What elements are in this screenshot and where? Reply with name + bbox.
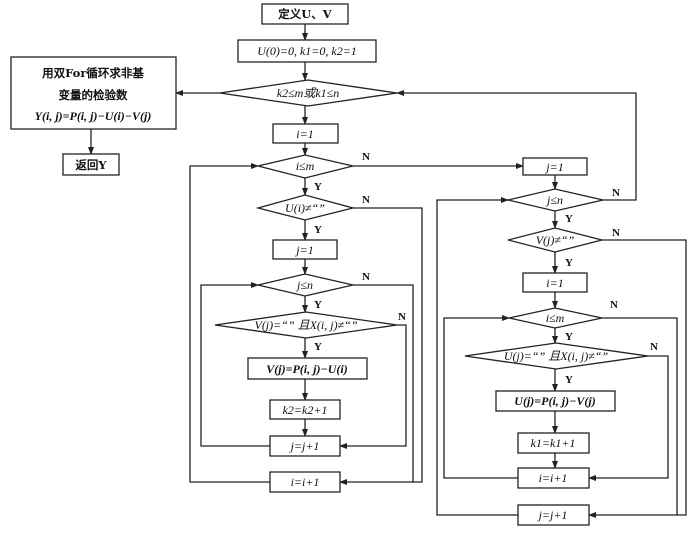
edge-r-j-cond-no (396, 90, 637, 201)
node-compute-y: 用双For循环求非基 变量的检验数 Y(i, j)=P(i, j)−U(i)−V… (10, 56, 177, 130)
node-r-j-cond-text: j≤n (545, 193, 563, 207)
node-l-j-init: j=1 (272, 239, 338, 260)
node-r-k1-inc-text: k1=k1+1 (531, 436, 576, 450)
node-compute-y-line3: Y(i, j)=P(i, j)−U(i)−V(j) (35, 109, 152, 123)
node-r-i-inc-text: i=i+1 (539, 471, 568, 485)
node-r-v-cond-text: V(j)≠“” (536, 233, 575, 247)
label-r-v-cond-n: N (612, 227, 620, 239)
node-l-i-init-text: i=1 (296, 127, 313, 141)
node-l-k2-inc-text: k2=k2+1 (283, 403, 328, 417)
node-r-u-assign-text: U(j)=P(i, j)−V(j) (514, 394, 595, 408)
node-r-k1-inc: k1=k1+1 (517, 432, 590, 454)
node-l-u-cond: U(i)≠“” (255, 194, 356, 221)
node-return-y: 返回Y (62, 153, 120, 176)
node-main-cond-text: k2≤m或k1≤n (277, 86, 340, 100)
node-l-j-init-text: j=1 (294, 243, 313, 257)
label-l-i-cond-n: N (362, 151, 370, 163)
node-r-i-init: i=1 (522, 272, 588, 293)
node-define-uv: 定义U、V (261, 3, 349, 25)
node-l-i-inc: i=i+1 (269, 471, 341, 493)
node-r-i-init-text: i=1 (546, 276, 563, 290)
node-l-u-cond-text: U(i)≠“” (285, 201, 325, 215)
node-init: U(0)=0, k1=0, k2=1 (237, 39, 377, 63)
node-return-y-text: 返回Y (75, 158, 107, 172)
edge-r-v-cond-no (588, 239, 687, 518)
node-l-j-inc: j=j+1 (269, 435, 341, 457)
edge-l-i-inc-loop (189, 163, 270, 483)
label-l-i-cond-y: Y (314, 181, 322, 193)
edge-r-j-inc-loop (436, 197, 518, 516)
node-init-text: U(0)=0, k1=0, k2=1 (257, 44, 357, 58)
node-define-uv-text: 定义U、V (278, 7, 333, 21)
node-r-j-init-text: j=1 (544, 160, 563, 174)
node-l-j-cond-text: j≤n (295, 278, 313, 292)
node-r-j-inc-text: j=j+1 (537, 508, 568, 522)
label-r-i-cond-y: Y (565, 331, 573, 343)
node-l-j-inc-text: j=j+1 (289, 439, 320, 453)
node-main-cond: k2≤m或k1≤n (219, 79, 398, 107)
node-r-i-inc: i=i+1 (517, 467, 590, 489)
edge-r-i-inc-loop (443, 315, 518, 479)
label-r-ux-cond-y: Y (565, 374, 573, 386)
edge-l-vx-cond-no (339, 324, 407, 449)
node-r-v-cond: V(j)≠“” (507, 227, 603, 253)
label-l-j-cond-n: N (362, 271, 370, 283)
node-l-i-init: i=1 (272, 123, 339, 144)
node-r-ux-cond-text: U(j)=“” 且X(i, j)≠“” (504, 349, 609, 363)
edge-r-ux-cond-no (588, 355, 669, 481)
label-r-v-cond-y: Y (565, 257, 573, 269)
edge-r-i-cond-no (602, 317, 678, 515)
node-compute-y-line1: 用双For循环求非基 (41, 66, 144, 80)
node-l-v-assign-text: V(j)=P(i, j)−U(i) (266, 362, 347, 376)
edge-l-u-cond-no (339, 207, 423, 485)
label-r-ux-cond-n: N (650, 341, 658, 353)
node-l-k2-inc: k2=k2+1 (269, 399, 341, 420)
node-l-j-cond: j≤n (257, 273, 354, 297)
node-r-j-cond: j≤n (507, 188, 604, 212)
label-r-i-cond-n: N (610, 299, 618, 311)
node-compute-y-line2: 变量的检验数 (59, 88, 128, 102)
node-r-j-init: j=1 (522, 157, 588, 176)
label-r-j-cond-y: Y (565, 213, 573, 225)
label-l-j-cond-y: Y (314, 299, 322, 311)
label-r-j-cond-n: N (612, 187, 620, 199)
node-r-i-cond-text: i≤m (546, 311, 565, 325)
label-l-vx-cond-n: N (398, 311, 406, 323)
node-l-i-cond-text: i≤m (296, 159, 315, 173)
edge-l-j-cond-no (353, 284, 414, 482)
node-l-i-cond: i≤m (257, 154, 354, 179)
edge-l-j-inc-loop (200, 282, 270, 447)
node-l-vx-cond: V(j)=“” 且X(i, j)≠“” (214, 311, 398, 339)
node-r-i-cond: i≤m (508, 307, 603, 329)
node-l-i-inc-text: i=i+1 (291, 475, 320, 489)
node-r-j-inc: j=j+1 (517, 504, 590, 526)
label-l-u-cond-y: Y (314, 224, 322, 236)
branch-labels: N Y N Y N Y N Y N Y N Y N Y N Y (314, 151, 658, 386)
label-l-u-cond-n: N (362, 194, 370, 206)
node-l-vx-cond-text: V(j)=“” 且X(i, j)≠“” (254, 318, 357, 332)
edges (88, 24, 687, 518)
nodes: 定义U、V U(0)=0, k1=0, k2=1 k2≤m或k1≤n 用双For… (10, 3, 649, 526)
node-r-ux-cond: U(j)=“” 且X(i, j)≠“” (464, 342, 649, 370)
node-r-u-assign: U(j)=P(i, j)−V(j) (495, 390, 616, 412)
label-l-vx-cond-y: Y (314, 341, 322, 353)
node-l-v-assign: V(j)=P(i, j)−U(i) (247, 357, 368, 380)
